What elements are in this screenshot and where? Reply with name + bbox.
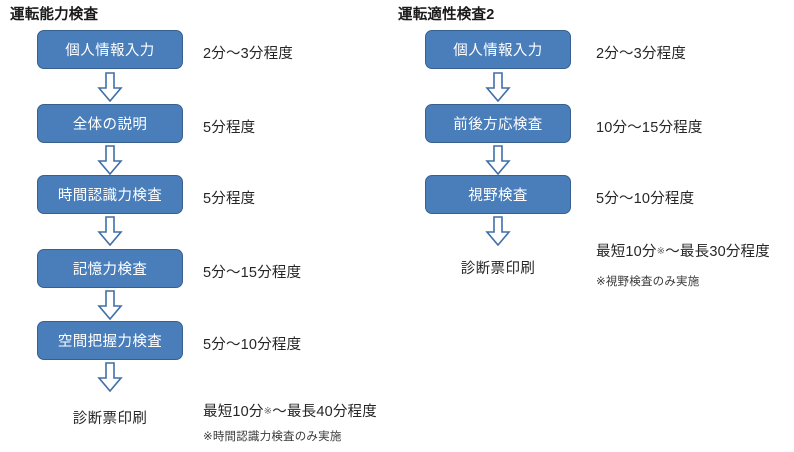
duration-label: 5分程度 [203,120,256,136]
node-label: 個人情報入力 [453,43,543,59]
node-label: 全体の説明 [72,117,148,133]
down-arrow-icon [97,290,123,320]
node-label: 時間認識力検査 [57,188,163,204]
footnote-marker: ※ [656,246,666,257]
total-duration-suffix: ～最長30分程度 [665,244,770,260]
duration-label: 5分程度 [203,191,256,207]
flowchart-column-driving-ability-test: 運転能力検査 個人情報入力 全体の説明 時間認識力検査 記憶力検査 空間把握力検… [0,0,394,452]
total-duration-suffix: ～最長40分程度 [272,404,377,420]
down-arrow-icon [97,145,123,175]
process-node-personal-info-input[interactable]: 個人情報入力 [37,30,183,69]
terminal-node-diagnosis-sheet-print: 診断票印刷 [72,411,148,427]
total-duration-prefix: 最短10分 [203,404,264,420]
process-node-visual-field-test[interactable]: 視野検査 [425,175,571,214]
process-node-spatial-grasp-test[interactable]: 空間把握力検査 [37,321,183,360]
process-node-personal-info-input[interactable]: 個人情報入力 [425,30,571,69]
process-node-front-rear-reaction-test[interactable]: 前後方応検査 [425,104,571,143]
flowchart-column-driving-aptitude-test-2: 運転適性検査2 個人情報入力 前後方応検査 視野検査 診断票印刷 2分～3分程度… [394,0,794,452]
terminal-node-diagnosis-sheet-print: 診断票印刷 [460,261,536,277]
column-title: 運転能力検査 [10,7,99,23]
duration-label: 5分～10分程度 [203,337,302,353]
footnote-text: ※視野検査のみ実施 [596,276,700,288]
node-label: 前後方応検査 [453,117,543,133]
down-arrow-icon [485,72,511,102]
down-arrow-icon [485,216,511,246]
footnote-marker: ※ [263,406,273,417]
duration-label: 2分～3分程度 [203,46,294,62]
process-node-overall-explanation[interactable]: 全体の説明 [37,104,183,143]
column-title: 運転適性検査2 [398,7,495,23]
node-label: 視野検査 [468,188,528,204]
down-arrow-icon [97,362,123,392]
duration-label: 10分～15分程度 [596,120,703,136]
node-label: 個人情報入力 [65,43,155,59]
footnote-text: ※時間認識力検査のみ実施 [203,431,342,443]
duration-label: 2分～3分程度 [596,46,687,62]
total-duration-summary: 最短10分※～最長30分程度 [596,240,770,261]
down-arrow-icon [97,72,123,102]
node-label: 空間把握力検査 [57,334,163,350]
down-arrow-icon [485,145,511,175]
duration-label: 5分～10分程度 [596,191,695,207]
node-label: 記憶力検査 [72,262,148,278]
process-node-memory-test[interactable]: 記憶力検査 [37,249,183,288]
total-duration-summary: 最短10分※～最長40分程度 [203,400,377,421]
duration-label: 5分～15分程度 [203,265,302,281]
process-node-time-recognition-test[interactable]: 時間認識力検査 [37,175,183,214]
down-arrow-icon [97,216,123,246]
total-duration-prefix: 最短10分 [596,244,657,260]
